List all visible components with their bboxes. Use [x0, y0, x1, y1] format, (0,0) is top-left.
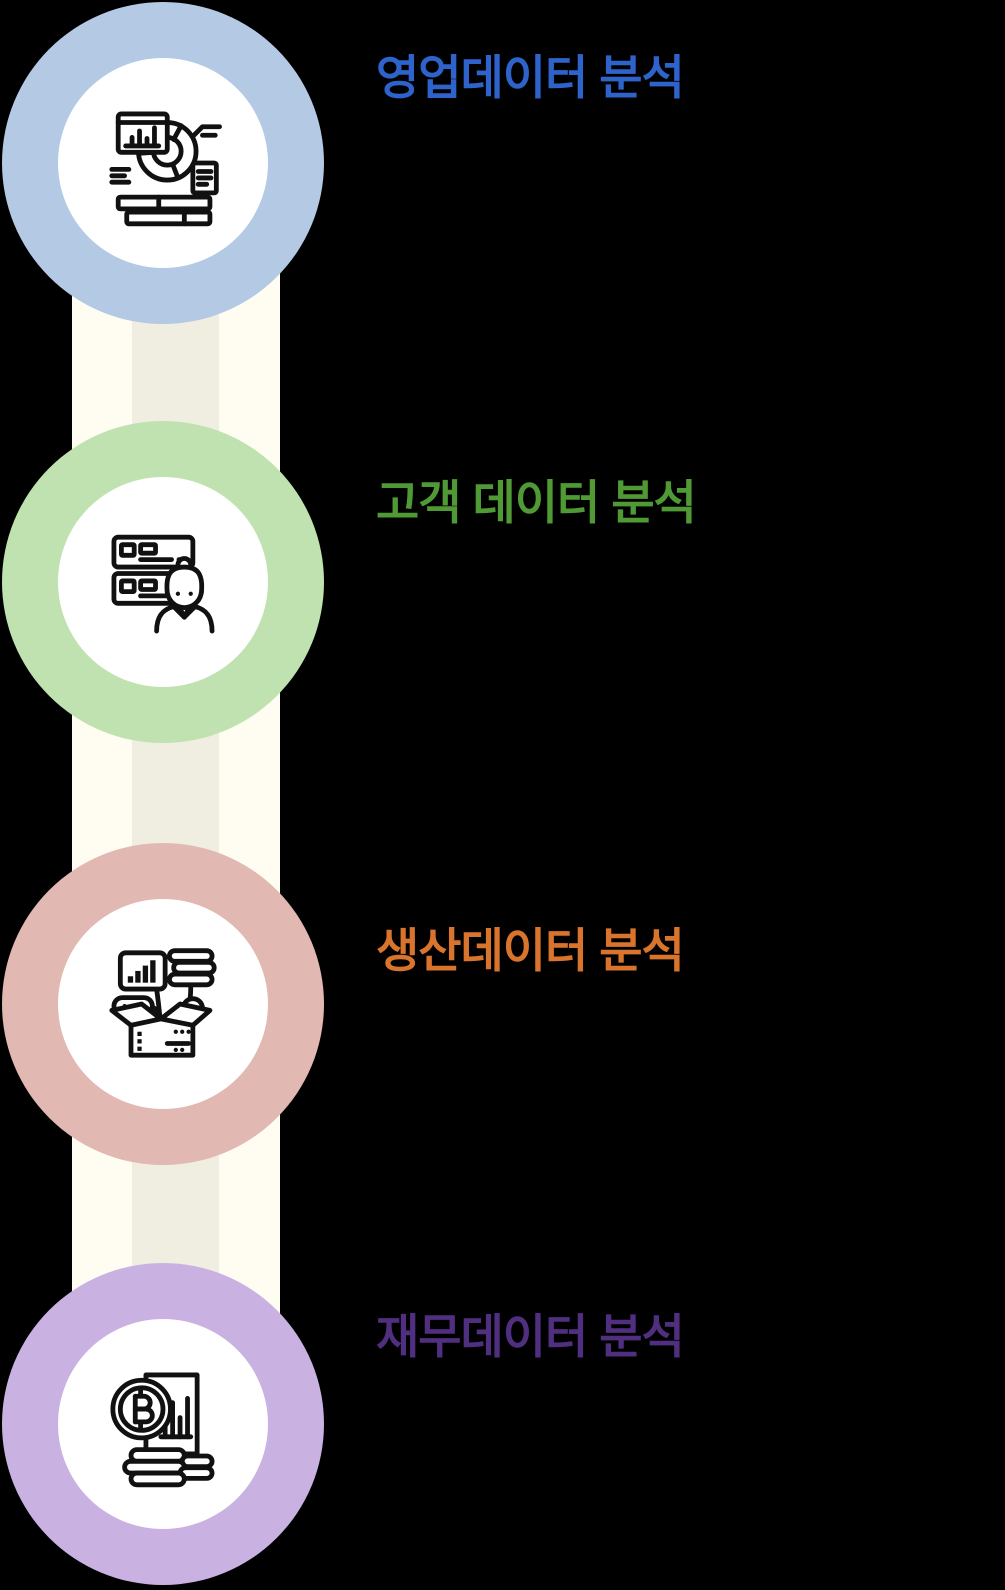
timeline-title-customer: 고객 데이터 분석: [376, 476, 697, 529]
timeline-band-inner-strip: [132, 163, 219, 1424]
timeline-title-production: 생산데이터 분석: [376, 924, 685, 977]
timeline-title-finance: 재무데이터 분석: [376, 1310, 685, 1363]
timeline-node-finance-inner-circle: [58, 1319, 268, 1529]
timeline-node-customer: [2, 421, 324, 743]
timeline-node-production: [2, 843, 324, 1165]
timeline-node-finance: [2, 1263, 324, 1585]
finance-data-bitcoin-icon: [110, 1372, 215, 1488]
sales-data-analytics-icon: [109, 111, 222, 227]
timeline-node-sales-inner-circle: [58, 58, 268, 268]
timeline-node-customer-inner-circle: [58, 477, 268, 687]
timeline-title-sales: 영업데이터 분석: [376, 51, 685, 104]
timeline-node-sales: [2, 2, 324, 324]
production-data-box-icon: [109, 948, 217, 1058]
timeline-node-production-inner-circle: [58, 899, 268, 1109]
customer-data-server-user-icon: [111, 534, 215, 634]
